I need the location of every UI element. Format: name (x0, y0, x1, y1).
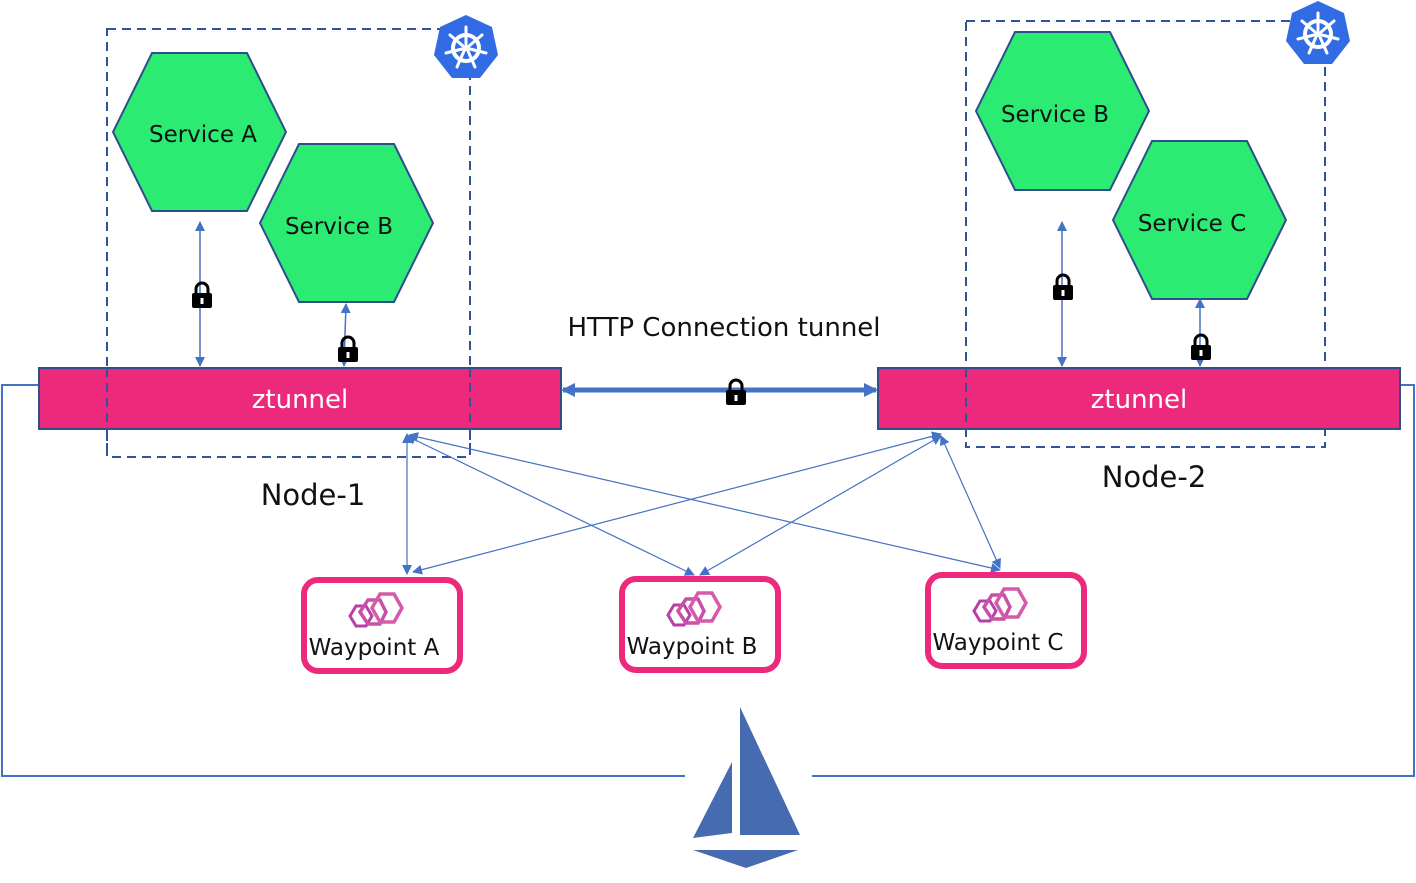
node-2-ztunnel[interactable]: ztunnel (877, 367, 1401, 430)
node-1-service-b[interactable]: Service B (258, 143, 435, 303)
service-label: Service B (285, 214, 393, 240)
node-1-cluster (106, 28, 471, 458)
ztunnel-label: ztunnel (1091, 385, 1188, 415)
lock-icon (724, 378, 748, 407)
node-2-cluster (965, 20, 1326, 448)
node-1-ztunnel[interactable]: ztunnel (38, 367, 562, 430)
istio-sail-icon (693, 707, 800, 868)
service-label: Service B (1001, 102, 1109, 128)
tunnel-label: HTTP Connection tunnel (567, 313, 880, 343)
lock-icon (190, 281, 214, 310)
node-2-service-c[interactable]: Service C (1111, 140, 1288, 300)
ztunnel-label: ztunnel (252, 385, 349, 415)
node-1-service-a[interactable]: Service A (111, 52, 288, 212)
lock-icon (1051, 273, 1075, 302)
lock-icon (336, 335, 360, 364)
waypoint-c[interactable]: Waypoint C (925, 572, 1087, 669)
waypoint-label: Waypoint C (932, 630, 1063, 656)
waypoint-label: Waypoint B (627, 634, 758, 660)
waypoint-label: Waypoint A (309, 635, 440, 661)
node-2-service-b[interactable]: Service B (974, 31, 1151, 191)
kubernetes-icon (432, 13, 500, 80)
node-label: Node-2 (1102, 460, 1207, 494)
waypoint-a[interactable]: Waypoint A (301, 577, 463, 674)
mesh-boundary (1, 384, 1415, 777)
kubernetes-icon (1284, 0, 1352, 66)
service-label: Service A (149, 122, 257, 148)
node-label: Node-1 (261, 478, 366, 512)
service-label: Service C (1138, 211, 1246, 237)
waypoint-links (402, 431, 1001, 576)
lock-icon (1189, 333, 1213, 362)
waypoint-b[interactable]: Waypoint B (619, 576, 781, 673)
